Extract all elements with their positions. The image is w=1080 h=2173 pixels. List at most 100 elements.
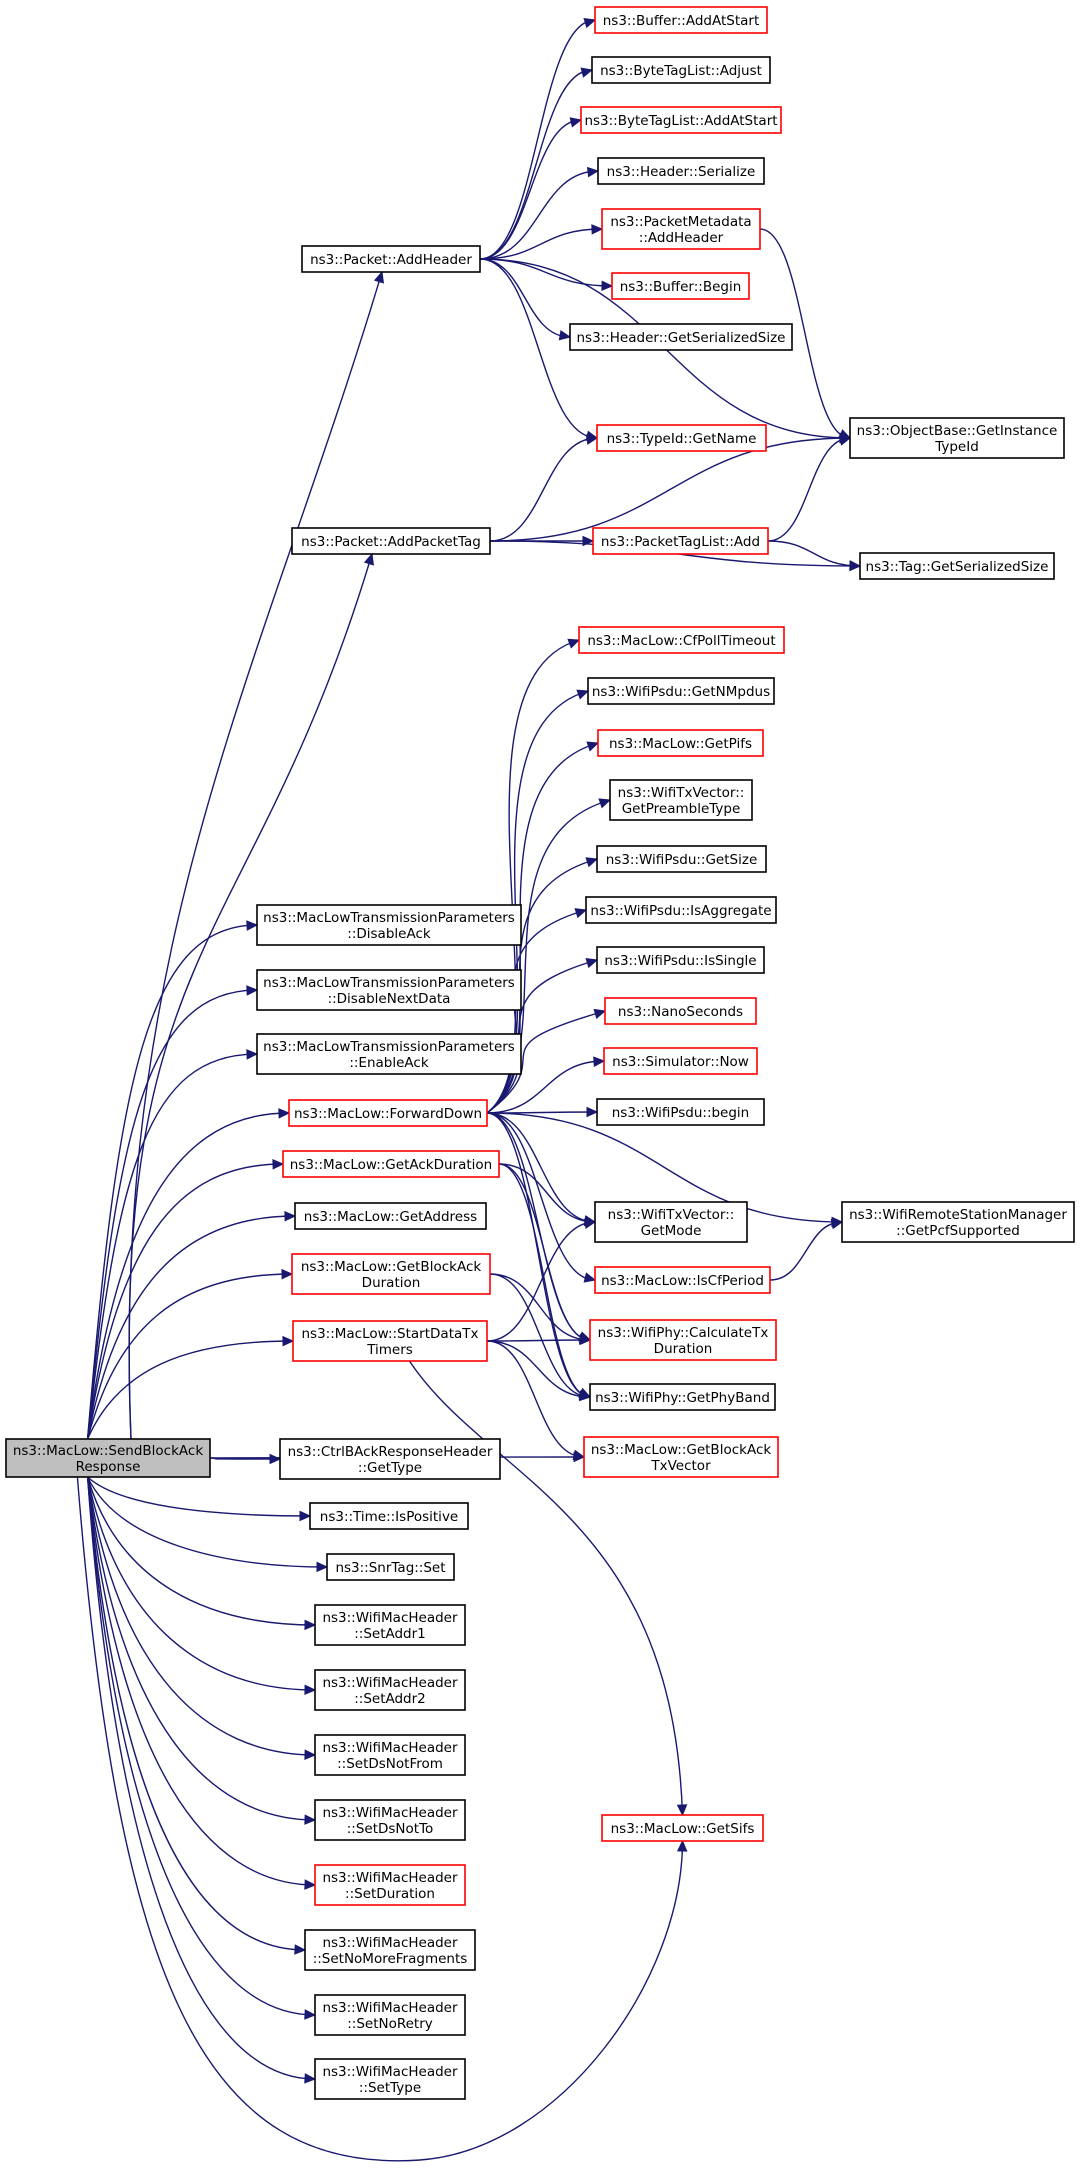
node-box bbox=[291, 527, 491, 555]
node-maclow-getsifs[interactable]: ns3::MacLow::GetSifs bbox=[601, 1814, 764, 1842]
node-label: ns3::WifiMacHeader bbox=[322, 1675, 458, 1691]
node-box bbox=[314, 1994, 466, 2036]
node-label: ns3::Packet::AddHeader bbox=[310, 252, 472, 268]
node-packet-addheader[interactable]: ns3::Packet::AddHeader bbox=[301, 245, 481, 273]
node-mltp-disablenextdata[interactable]: ns3::MacLowTransmissionParameters::Disab… bbox=[256, 969, 522, 1011]
node-maclow-getackduration[interactable]: ns3::MacLow::GetAckDuration bbox=[282, 1150, 500, 1178]
node-packet-addpackettag[interactable]: ns3::Packet::AddPacketTag bbox=[291, 527, 491, 555]
edge-packet_addheader-to-buffer_addatstart bbox=[479, 17, 597, 260]
edge-line bbox=[498, 1163, 591, 1341]
node-snrtag-set[interactable]: ns3::SnrTag::Set bbox=[326, 1553, 455, 1581]
node-packettaglist-add[interactable]: ns3::PacketTagList::Add bbox=[592, 527, 769, 555]
node-wifipsdu-getnmpdus[interactable]: ns3::WifiPsdu::GetNMpdus bbox=[587, 677, 775, 705]
node-label: ::SetType bbox=[359, 2080, 421, 2096]
node-maclow-iscfperiod[interactable]: ns3::MacLow::IsCfPeriod bbox=[594, 1266, 771, 1294]
edge-root-to-ctrlbackresponseheader_gettype bbox=[209, 1453, 282, 1465]
node-buffer-begin[interactable]: ns3::Buffer::Begin bbox=[611, 272, 750, 300]
edge-maclow_getblockackduration-to-wifiphy_getphyband bbox=[489, 1273, 592, 1400]
node-box bbox=[592, 527, 769, 555]
node-wmh-setnomorefragments[interactable]: ns3::WifiMacHeader::SetNoMoreFragments bbox=[304, 1929, 476, 1971]
node-wmh-settype[interactable]: ns3::WifiMacHeader::SetType bbox=[314, 2058, 466, 2100]
node-label: ns3::MacLow::GetBlockAck bbox=[591, 1442, 772, 1458]
node-simulator-now[interactable]: ns3::Simulator::Now bbox=[603, 1047, 758, 1075]
node-label: ns3::Time::IsPositive bbox=[320, 1509, 458, 1525]
arrowhead bbox=[585, 434, 599, 445]
node-maclow-cfpolltimeout[interactable]: ns3::MacLow::CfPollTimeout bbox=[578, 626, 785, 654]
edge-packet_addheader-to-bytetaglist_addatstart bbox=[479, 117, 583, 260]
edge-root-to-wmh_setnoretry bbox=[86, 1476, 317, 2020]
arrowhead bbox=[676, 1839, 688, 1852]
node-maclow-getpifs[interactable]: ns3::MacLow::GetPifs bbox=[597, 729, 764, 757]
node-wifiphy-getphyband[interactable]: ns3::WifiPhy::GetPhyBand bbox=[589, 1383, 776, 1411]
node-mltp-enableack[interactable]: ns3::MacLowTransmissionParameters::Enabl… bbox=[256, 1033, 522, 1075]
edge-root-to-maclow_getsifs bbox=[76, 1476, 688, 2162]
edge-line bbox=[128, 553, 373, 1440]
node-tag-getserializedsize[interactable]: ns3::Tag::GetSerializedSize bbox=[859, 552, 1055, 580]
edge-root-to-maclow_startdatatxtimers bbox=[86, 1335, 295, 1440]
arrowhead bbox=[558, 330, 572, 341]
node-label: ns3::WifiPsdu::IsAggregate bbox=[590, 903, 771, 919]
node-typeid-getname[interactable]: ns3::TypeId::GetName bbox=[596, 424, 767, 452]
node-bytetaglist-addatstart[interactable]: ns3::ByteTagList::AddAtStart bbox=[580, 106, 782, 134]
node-header-serialize[interactable]: ns3::Header::Serialize bbox=[597, 157, 765, 185]
node-wifitxvector-getpreambletype[interactable]: ns3::WifiTxVector::GetPreambleType bbox=[609, 779, 753, 821]
node-box bbox=[314, 1799, 466, 1841]
node-wmh-setnoretry[interactable]: ns3::WifiMacHeader::SetNoRetry bbox=[314, 1994, 466, 2036]
node-label: ::SetAddr1 bbox=[354, 1626, 426, 1642]
node-time-ispositive[interactable]: ns3::Time::IsPositive bbox=[309, 1502, 469, 1530]
node-label: ns3::MacLowTransmissionParameters bbox=[263, 910, 515, 926]
node-box bbox=[578, 626, 785, 654]
node-wifipsdu-isaggregate[interactable]: ns3::WifiPsdu::IsAggregate bbox=[585, 896, 777, 924]
node-box bbox=[304, 1929, 476, 1971]
node-label: ns3::Tag::GetSerializedSize bbox=[866, 559, 1049, 575]
node-box bbox=[594, 1266, 771, 1294]
node-packetmetadata-addheader[interactable]: ns3::PacketMetadata::AddHeader bbox=[601, 208, 761, 250]
arrowhead bbox=[579, 1390, 592, 1402]
node-label: ns3::WifiMacHeader bbox=[322, 1610, 458, 1626]
node-wrsm-getpcfsupported[interactable]: ns3::WifiRemoteStationManager::GetPcfSup… bbox=[841, 1201, 1075, 1243]
arrowhead bbox=[299, 1510, 312, 1522]
node-label: ::EnableAck bbox=[349, 1055, 429, 1071]
edge-root-to-wmh_setaddr2 bbox=[86, 1476, 317, 1696]
node-bytetaglist-adjust[interactable]: ns3::ByteTagList::Adjust bbox=[591, 56, 771, 84]
node-box bbox=[294, 1202, 487, 1230]
node-box bbox=[849, 417, 1065, 459]
node-header-getserializedsize[interactable]: ns3::Header::GetSerializedSize bbox=[569, 323, 793, 351]
node-box bbox=[597, 729, 764, 757]
node-mltp-disableack[interactable]: ns3::MacLowTransmissionParameters::Disab… bbox=[256, 904, 522, 946]
node-label: ::SetNoRetry bbox=[347, 2016, 433, 2032]
node-wmh-setdsnotfrom[interactable]: ns3::WifiMacHeader::SetDsNotFrom bbox=[314, 1734, 466, 1776]
node-wifitxvector-getmode[interactable]: ns3::WifiTxVector::GetMode bbox=[594, 1201, 748, 1243]
edge-line bbox=[86, 1476, 328, 1568]
edge-root-to-maclow_forwarddown bbox=[86, 1108, 291, 1440]
node-buffer-addatstart[interactable]: ns3::Buffer::AddAtStart bbox=[594, 6, 768, 34]
node-box bbox=[569, 323, 793, 351]
node-label: ns3::PacketMetadata bbox=[610, 214, 751, 230]
node-box bbox=[580, 106, 782, 134]
node-wmh-setaddr1[interactable]: ns3::WifiMacHeader::SetAddr1 bbox=[314, 1604, 466, 1646]
arrowhead bbox=[304, 1749, 317, 1760]
node-wifipsdu-begin[interactable]: ns3::WifiPsdu::begin bbox=[596, 1098, 765, 1126]
node-maclow-getaddress[interactable]: ns3::MacLow::GetAddress bbox=[294, 1202, 487, 1230]
node-maclow-forwarddown[interactable]: ns3::MacLow::ForwardDown bbox=[288, 1099, 488, 1127]
edge-line bbox=[486, 1060, 605, 1114]
node-box bbox=[604, 997, 757, 1025]
node-wifipsdu-issingle[interactable]: ns3::WifiPsdu::IsSingle bbox=[596, 946, 765, 974]
node-wmh-setdsnotto[interactable]: ns3::WifiMacHeader::SetDsNotTo bbox=[314, 1799, 466, 1841]
node-nanoseconds[interactable]: ns3::NanoSeconds bbox=[604, 997, 757, 1025]
node-wifipsdu-getsize[interactable]: ns3::WifiPsdu::GetSize bbox=[596, 845, 767, 873]
node-label: Duration bbox=[362, 1275, 421, 1291]
edge-root-to-wmh_settype bbox=[86, 1476, 317, 2084]
edge-line bbox=[489, 1273, 591, 1398]
edge-maclow_forwarddown-to-wifiphy_getphyband bbox=[486, 1112, 592, 1398]
node-box bbox=[314, 1669, 466, 1711]
node-ctrlbackresponseheader-gettype[interactable]: ns3::CtrlBAckResponseHeader::GetType bbox=[279, 1438, 501, 1480]
node-wmh-setduration[interactable]: ns3::WifiMacHeader::SetDuration bbox=[314, 1864, 466, 1906]
node-wmh-setaddr2[interactable]: ns3::WifiMacHeader::SetAddr2 bbox=[314, 1669, 466, 1711]
